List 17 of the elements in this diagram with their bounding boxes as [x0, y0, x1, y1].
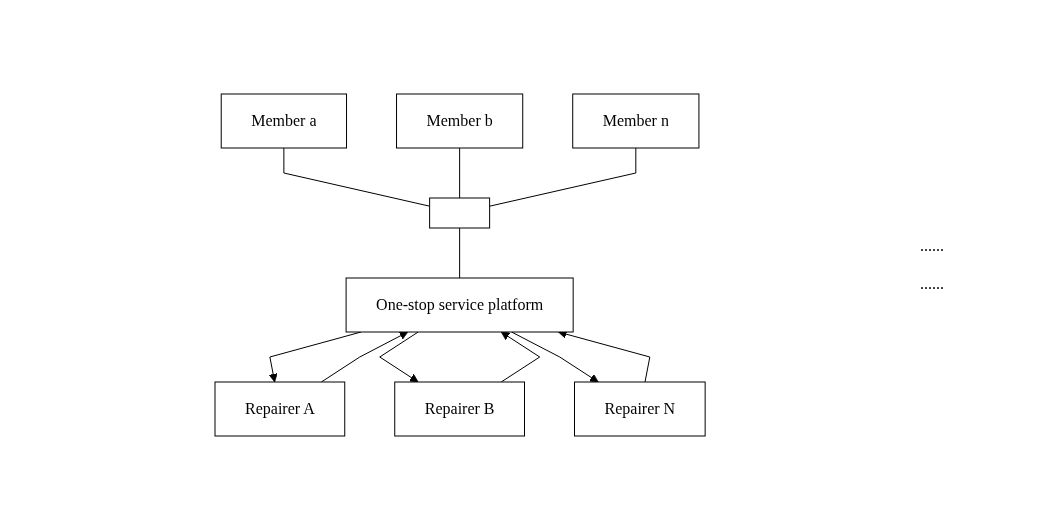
node-box: Repairer B — [394, 381, 525, 436]
arrow — [379, 331, 419, 382]
arrow — [511, 331, 599, 382]
node-box: Repairer A — [214, 381, 346, 436]
ellipsis-text: ...... — [920, 274, 945, 293]
node-box: One-stop service platform — [345, 277, 574, 332]
connector — [489, 147, 637, 207]
node-box: Member b — [395, 93, 524, 148]
connector — [283, 147, 431, 207]
arrow — [500, 331, 541, 382]
node-box — [429, 197, 491, 228]
ellipsis-text: ...... — [920, 236, 945, 255]
connector — [459, 227, 461, 278]
connector — [459, 147, 461, 198]
node-box: Member n — [572, 93, 700, 148]
node-box: Repairer N — [573, 381, 706, 436]
node-box: Member a — [220, 93, 347, 148]
